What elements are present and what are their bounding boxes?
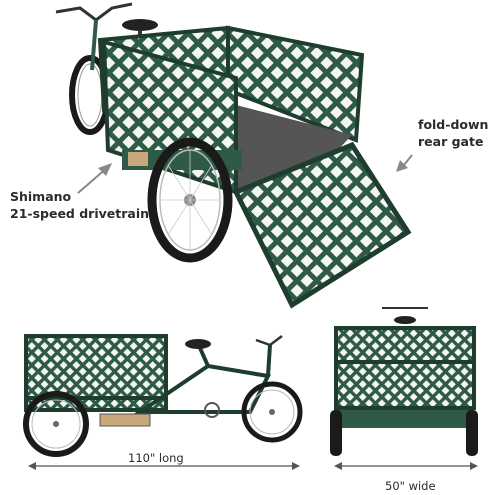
side-front-wheel [241, 381, 303, 443]
width-dimension-line [334, 462, 478, 470]
length-label: 110" long [128, 451, 184, 465]
rear-cargo-box [334, 326, 476, 410]
rear-gate-callout-line1: fold-down [418, 117, 489, 132]
rear-view [330, 307, 478, 456]
main-trike-view [55, 2, 412, 309]
side-view [23, 334, 303, 457]
rear-gate-callout-line2: rear gate [418, 134, 484, 149]
length-dimension-line [28, 462, 300, 470]
seat [122, 19, 158, 31]
rear-wheel [147, 137, 233, 263]
handlebar [55, 2, 133, 22]
drivetrain-callout-line2: 21-speed drivetrain [10, 206, 150, 221]
drivetrain-callout-line1: Shimano [10, 189, 72, 204]
right-panel [226, 25, 365, 143]
cargo-deck [236, 105, 352, 192]
rear-gate-callout: fold-down rear gate [418, 116, 488, 150]
callout-arrows [77, 154, 413, 194]
width-label: 50" wide [385, 479, 436, 493]
fold-down-rear-gate [232, 141, 412, 309]
drivetrain-callout: Shimano 21-speed drivetrain [10, 188, 149, 222]
side-rear-wheel [23, 391, 89, 457]
